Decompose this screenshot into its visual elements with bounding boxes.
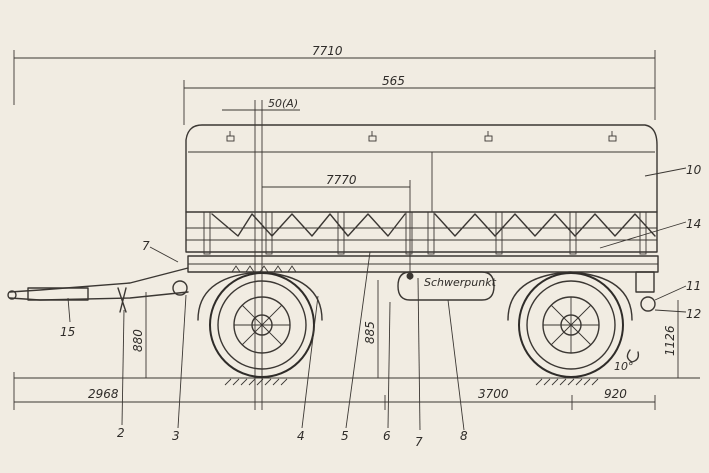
drawbar bbox=[7, 267, 189, 313]
callout-5: 5 bbox=[341, 429, 349, 443]
dim-overall-length: 7710 bbox=[312, 44, 343, 58]
callout-10: 10 bbox=[686, 163, 702, 177]
callout-6: 6 bbox=[383, 429, 391, 443]
callout-3: 3 bbox=[172, 429, 180, 443]
dim-rear-height: 1126 bbox=[663, 325, 677, 356]
rear-wheel bbox=[507, 271, 633, 378]
canvas-cover bbox=[185, 124, 658, 213]
callout-15: 15 bbox=[60, 325, 75, 339]
dim-drawbar-length: 2968 bbox=[88, 387, 119, 401]
leader-lines bbox=[67, 167, 687, 431]
rear-coupling bbox=[626, 296, 656, 363]
ground-hatching bbox=[224, 378, 599, 386]
callout-14: 14 bbox=[686, 217, 701, 231]
dim-wheelbase: 3700 bbox=[478, 387, 509, 401]
callout-12: 12 bbox=[686, 307, 701, 321]
center-of-gravity-label: Schwerpunkt bbox=[424, 276, 497, 289]
callout-4: 4 bbox=[297, 429, 305, 443]
callout-8: 8 bbox=[460, 429, 468, 443]
dim-load-length: 7770 bbox=[326, 173, 357, 187]
dim-front-offset: 50(A) bbox=[268, 97, 298, 110]
callout-7-lower: 7 bbox=[415, 435, 423, 449]
front-wheel bbox=[197, 271, 323, 378]
dim-rear-overhang: 920 bbox=[604, 387, 627, 401]
dim-angle: 10° bbox=[614, 360, 634, 373]
dimension-lines bbox=[13, 50, 700, 410]
side-boards bbox=[185, 211, 658, 255]
callout-11: 11 bbox=[686, 279, 701, 293]
dim-body-length: 565 bbox=[382, 74, 405, 88]
spare-wheel-carrier bbox=[397, 271, 495, 301]
callout-7-upper: 7 bbox=[142, 239, 150, 253]
callout-2: 2 bbox=[117, 426, 125, 440]
dim-drawbar-height: 880 bbox=[131, 329, 145, 352]
dim-platform-height: 885 bbox=[363, 321, 377, 344]
